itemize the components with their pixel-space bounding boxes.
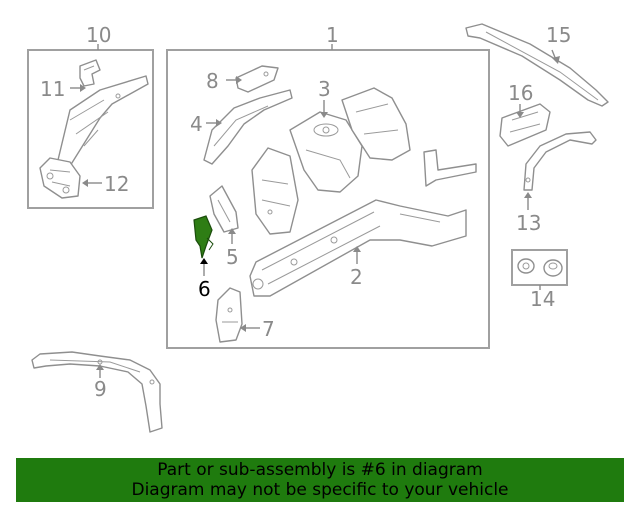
- part-3-upper[interactable]: [341, 87, 411, 161]
- part-7[interactable]: [215, 287, 243, 343]
- callout-2: 2: [350, 265, 363, 289]
- callout-8: 8: [206, 69, 219, 93]
- callout-12: 12: [104, 172, 129, 196]
- part-15[interactable]: [465, 23, 609, 107]
- callout-1: 1: [326, 23, 339, 47]
- part-2-bracket[interactable]: [423, 149, 477, 187]
- callout-16: 16: [508, 81, 533, 105]
- part-11[interactable]: [79, 59, 101, 87]
- part-10-rail[interactable]: [57, 75, 149, 167]
- callout-5: 5: [226, 245, 239, 269]
- part-9[interactable]: [31, 351, 163, 433]
- banner-line-1: Part or sub-assembly is #6 in diagram: [157, 460, 483, 480]
- part-8[interactable]: [235, 65, 279, 93]
- part-2-rail[interactable]: [249, 199, 467, 297]
- part-5[interactable]: [209, 185, 239, 233]
- part-13[interactable]: [523, 131, 597, 191]
- part-6-highlighted[interactable]: [193, 215, 214, 259]
- callout-6-highlighted: 6: [198, 277, 211, 301]
- group-box-1: [166, 49, 490, 349]
- part-12[interactable]: [39, 157, 81, 199]
- part-3[interactable]: [289, 111, 363, 193]
- info-banner: Part or sub-assembly is #6 in diagram Di…: [16, 458, 624, 502]
- callout-7: 7: [262, 317, 275, 341]
- callout-10: 10: [86, 23, 111, 47]
- callout-3: 3: [318, 77, 331, 101]
- part-4[interactable]: [203, 89, 293, 165]
- group-box-10: [27, 49, 154, 209]
- callout-11: 11: [40, 77, 65, 101]
- callout-14: 14: [530, 287, 555, 311]
- callout-13: 13: [516, 211, 541, 235]
- callout-15: 15: [546, 23, 571, 47]
- callout-4: 4: [190, 112, 203, 136]
- part-14[interactable]: [517, 258, 563, 277]
- callout-9: 9: [94, 377, 107, 401]
- part-16[interactable]: [499, 103, 551, 147]
- banner-line-2: Diagram may not be specific to your vehi…: [131, 480, 509, 500]
- part-inner-panel[interactable]: [251, 147, 299, 235]
